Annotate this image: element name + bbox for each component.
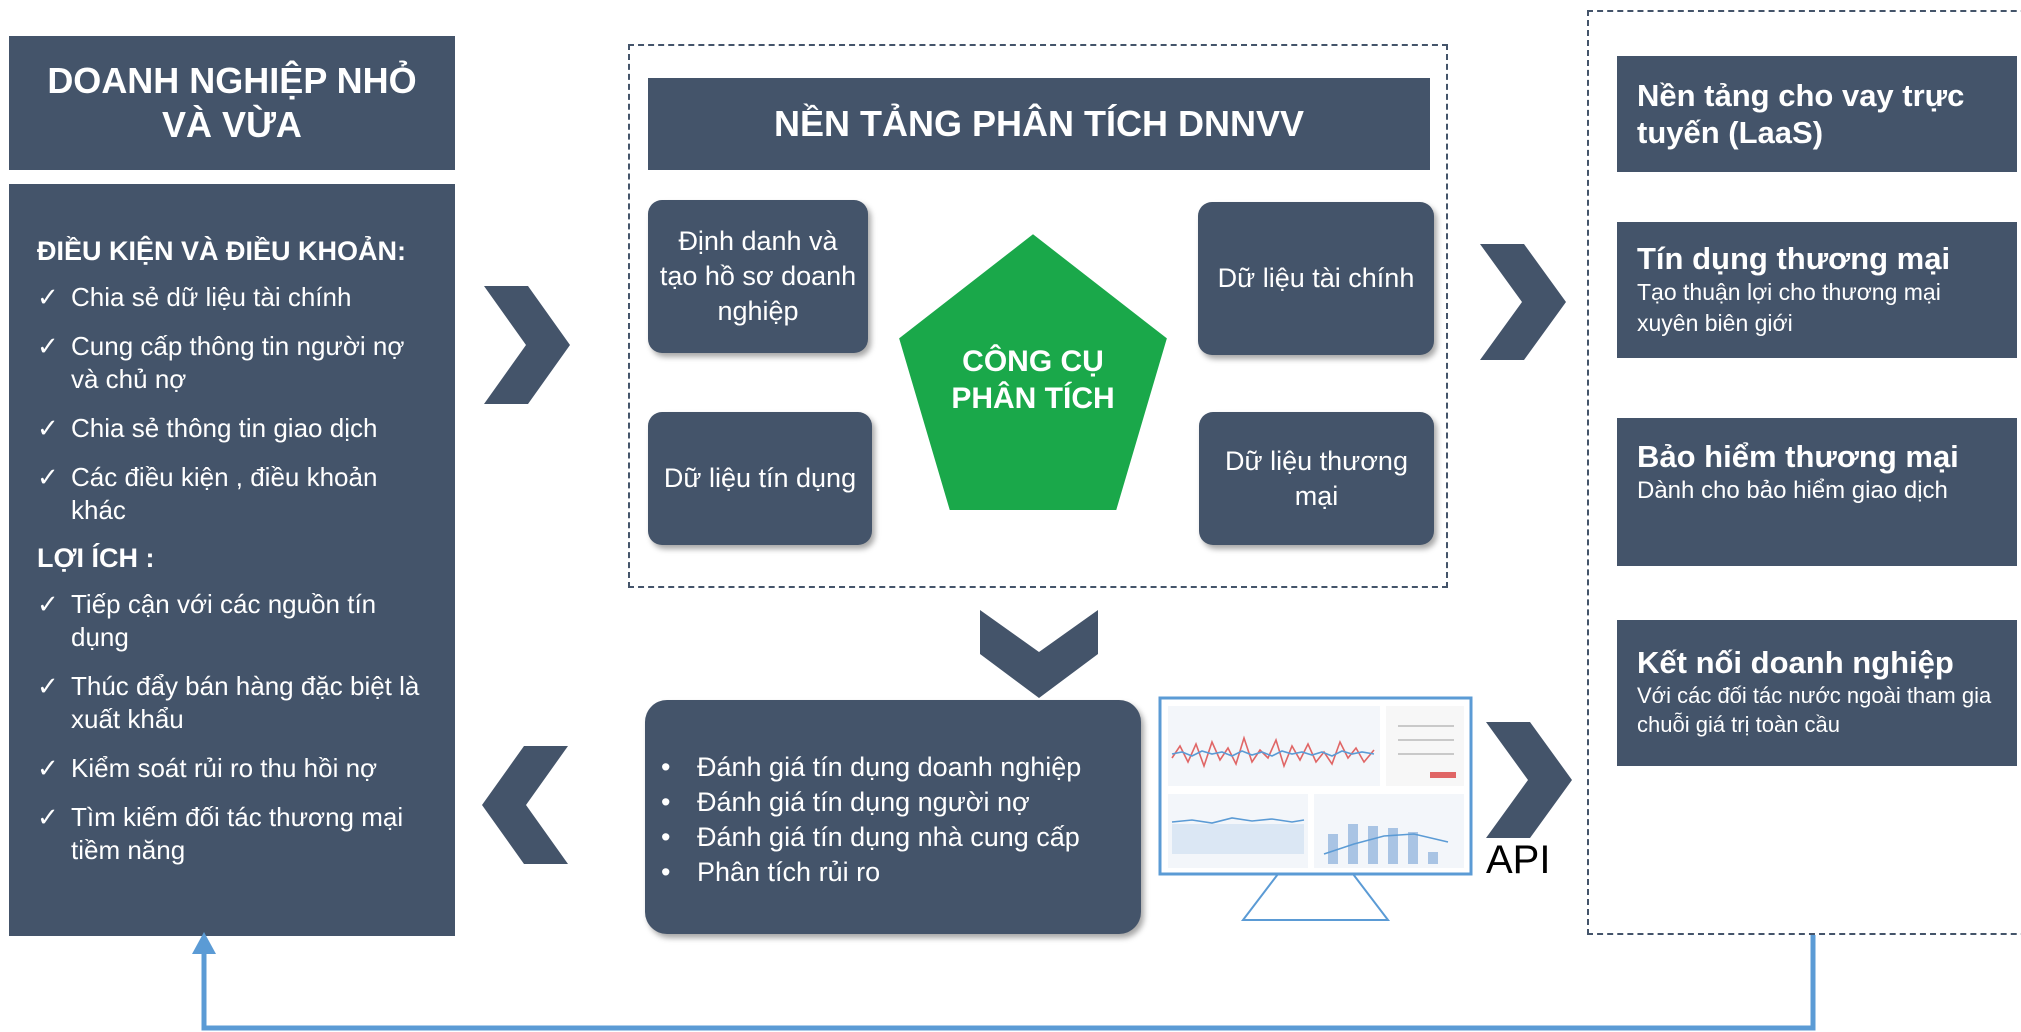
service-trade-credit-box: Tín dụng thương mại Tạo thuận lợi cho th…: [1617, 222, 2017, 358]
conditions-heading: ĐIỀU KIỆN VÀ ĐIỀU KHOẢN:: [37, 236, 407, 266]
service-business-connect-box: Kết nối doanh nghiệp Với các đối tác nướ…: [1617, 620, 2017, 766]
benefits-list: ✓Tiếp cận với các nguồn tín dụng ✓Thúc đ…: [29, 588, 433, 867]
conditions-list: ✓Chia sẻ dữ liệu tài chính ✓Cung cấp thô…: [29, 281, 433, 527]
sme-title-box: DOANH NGHIỆP NHỎ VÀ VỪA: [9, 36, 455, 170]
service-trade-insurance-box: Bảo hiểm thương mại Dành cho bảo hiểm gi…: [1617, 418, 2017, 566]
service-description: Với các đối tác nước ngoài tham gia chuỗ…: [1637, 683, 1992, 737]
arrow-right-icon: [484, 286, 570, 404]
bullet-icon: •: [661, 787, 671, 817]
api-label: API: [1486, 838, 1551, 882]
list-item: •Đánh giá tín dụng người nợ: [661, 785, 1141, 820]
benefits-heading: LỢI ÍCH :: [37, 543, 155, 573]
analysis-tool-pentagon: [896, 231, 1170, 512]
check-icon: ✓: [37, 753, 59, 783]
bullet-icon: •: [661, 822, 671, 852]
service-title: Bảo hiểm thương mại: [1637, 439, 1959, 474]
service-title: Kết nối doanh nghiệp: [1637, 645, 1954, 680]
credit-data-box: Dữ liệu tín dụng: [648, 412, 872, 545]
service-description: Tạo thuận lợi cho thương mại xuyên biên …: [1637, 279, 1941, 336]
list-item: ✓Chia sẻ thông tin giao dịch: [29, 412, 433, 445]
trade-data-box: Dữ liệu thương mại: [1199, 412, 1434, 545]
dashboard-monitor-icon: [1158, 696, 1473, 921]
analysis-list: •Đánh giá tín dụng doanh nghiệp •Đánh gi…: [661, 750, 1141, 890]
identity-profile-box: Định danh và tạo hồ sơ doanh nghiệp: [648, 200, 868, 353]
analysis-tool-label: CÔNG CỤ PHÂN TÍCH: [951, 345, 1115, 415]
list-item: ✓Thúc đẩy bán hàng đặc biệt là xuất khẩu: [29, 670, 433, 736]
list-item: •Đánh giá tín dụng doanh nghiệp: [661, 750, 1141, 785]
platform-frame: [628, 44, 1448, 588]
service-title: Tín dụng thương mại: [1637, 241, 1951, 276]
check-icon: ✓: [37, 462, 59, 492]
financial-data-box: Dữ liệu tài chính: [1198, 202, 1434, 355]
check-icon: ✓: [37, 671, 59, 701]
service-title: Nền tảng cho vay trực tuyến (LaaS): [1637, 78, 1965, 150]
check-icon: ✓: [37, 802, 59, 832]
list-item: ✓Kiểm soát rủi ro thu hồi nợ: [29, 752, 433, 785]
bullet-icon: •: [661, 857, 671, 887]
sme-details-panel: ĐIỀU KIỆN VÀ ĐIỀU KHOẢN: ✓Chia sẻ dữ liệ…: [9, 184, 455, 936]
arrow-right-icon: [1480, 244, 1566, 360]
feedback-loop-connector: [192, 932, 1816, 1031]
service-description: Dành cho bảo hiểm giao dịch: [1637, 477, 1948, 504]
list-item: ✓Chia sẻ dữ liệu tài chính: [29, 281, 433, 314]
list-item: •Đánh giá tín dụng nhà cung cấp: [661, 820, 1141, 855]
check-icon: ✓: [37, 331, 59, 361]
check-icon: ✓: [37, 589, 59, 619]
list-item: ✓Tiếp cận với các nguồn tín dụng: [29, 588, 433, 654]
list-item: ✓Các điều kiện , điều khoản khác: [29, 461, 433, 527]
list-item: ✓Tìm kiếm đối tác thương mại tiềm năng: [29, 801, 433, 867]
bullet-icon: •: [661, 752, 671, 782]
services-frame: [1587, 10, 2021, 935]
sme-title: DOANH NGHIỆP NHỎ VÀ VỪA: [47, 60, 417, 145]
arrow-down-icon: [980, 610, 1098, 698]
arrow-left-icon: [482, 746, 568, 864]
arrow-right-icon: [1486, 722, 1572, 838]
platform-title: NỀN TẢNG PHÂN TÍCH DNNVV: [648, 78, 1430, 170]
check-icon: ✓: [37, 413, 59, 443]
service-laas-box: Nền tảng cho vay trực tuyến (LaaS): [1617, 56, 2017, 172]
list-item: ✓Cung cấp thông tin người nợ và chủ nợ: [29, 330, 433, 396]
list-item: •Phân tích rủi ro: [661, 855, 1141, 890]
analysis-output-box: •Đánh giá tín dụng doanh nghiệp •Đánh gi…: [645, 700, 1141, 934]
check-icon: ✓: [37, 282, 59, 312]
